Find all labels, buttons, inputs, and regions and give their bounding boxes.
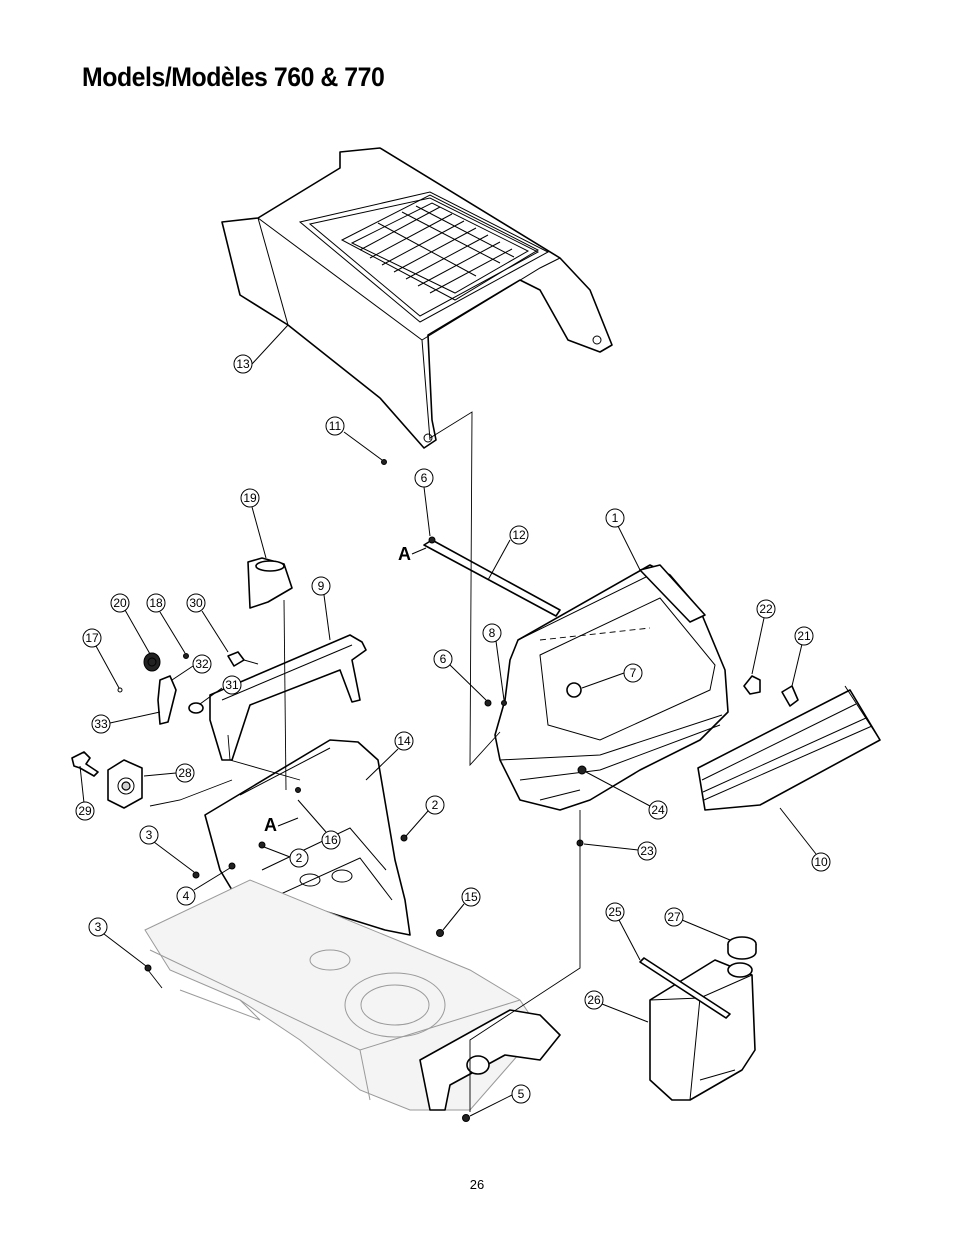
page-title: Models/Modèles 760 & 770	[82, 62, 385, 92]
callout-32: 32	[195, 657, 209, 671]
callout-16: 16	[324, 833, 338, 847]
callout-7: 7	[630, 666, 637, 680]
reference-mark-a-upper: A	[398, 544, 411, 564]
reference-mark-a-lower: A	[264, 815, 277, 835]
callout-26: 26	[587, 993, 601, 1007]
callout-11: 11	[329, 419, 342, 433]
callout-13: 13	[236, 357, 250, 371]
callout-15: 15	[464, 890, 478, 904]
callout-8: 8	[489, 626, 496, 640]
callout-25: 25	[608, 905, 622, 919]
callout-3-lower: 3	[95, 920, 102, 934]
callout-3-upper: 3	[146, 828, 153, 842]
callout-6-upper: 6	[421, 471, 428, 485]
callout-4: 4	[183, 889, 190, 903]
strap-part	[639, 957, 731, 1019]
callout-33: 33	[94, 717, 108, 731]
callout-29: 29	[78, 804, 92, 818]
callout-2-right: 2	[432, 798, 439, 812]
callout-18: 18	[149, 596, 163, 610]
key-part	[71, 751, 99, 777]
front-bracket-part	[419, 1009, 561, 1111]
callout-6-lower: 6	[440, 652, 447, 666]
switch-parts	[117, 651, 259, 725]
dash-bracket-part	[209, 634, 367, 761]
callout-24: 24	[651, 803, 665, 817]
callout-27: 27	[667, 910, 681, 924]
callout-31: 31	[225, 678, 239, 692]
bumper-part	[697, 685, 881, 811]
support-rod-part	[423, 539, 561, 617]
callout-2-left: 2	[296, 851, 303, 865]
callout-30: 30	[189, 596, 203, 610]
hood-part	[221, 147, 613, 449]
hardware-parts	[144, 459, 587, 1122]
callout-19: 19	[243, 491, 257, 505]
callout-1: 1	[612, 511, 619, 525]
grille-housing-part	[494, 564, 729, 811]
callout-20: 20	[113, 596, 127, 610]
callout-14: 14	[397, 734, 411, 748]
page-number: 26	[469, 1177, 485, 1192]
steering-cover-part	[247, 557, 293, 609]
callout-23: 23	[640, 844, 654, 858]
fuel-cap-part	[727, 936, 757, 960]
callout-17: 17	[85, 631, 99, 645]
callout-28: 28	[178, 766, 192, 780]
callout-5: 5	[518, 1087, 525, 1101]
callout-9: 9	[318, 579, 325, 593]
fuel-tank-part	[649, 959, 756, 1101]
assembly-lines	[147, 411, 651, 1112]
headlight-parts	[743, 675, 799, 707]
callouts: 13 11 19 6 12 1 9 20 18 30	[75, 324, 831, 1117]
callout-21: 21	[797, 629, 811, 643]
callout-12: 12	[512, 528, 526, 542]
ignition-module-part	[107, 759, 143, 809]
callout-22: 22	[759, 602, 773, 616]
callout-10: 10	[814, 855, 828, 869]
